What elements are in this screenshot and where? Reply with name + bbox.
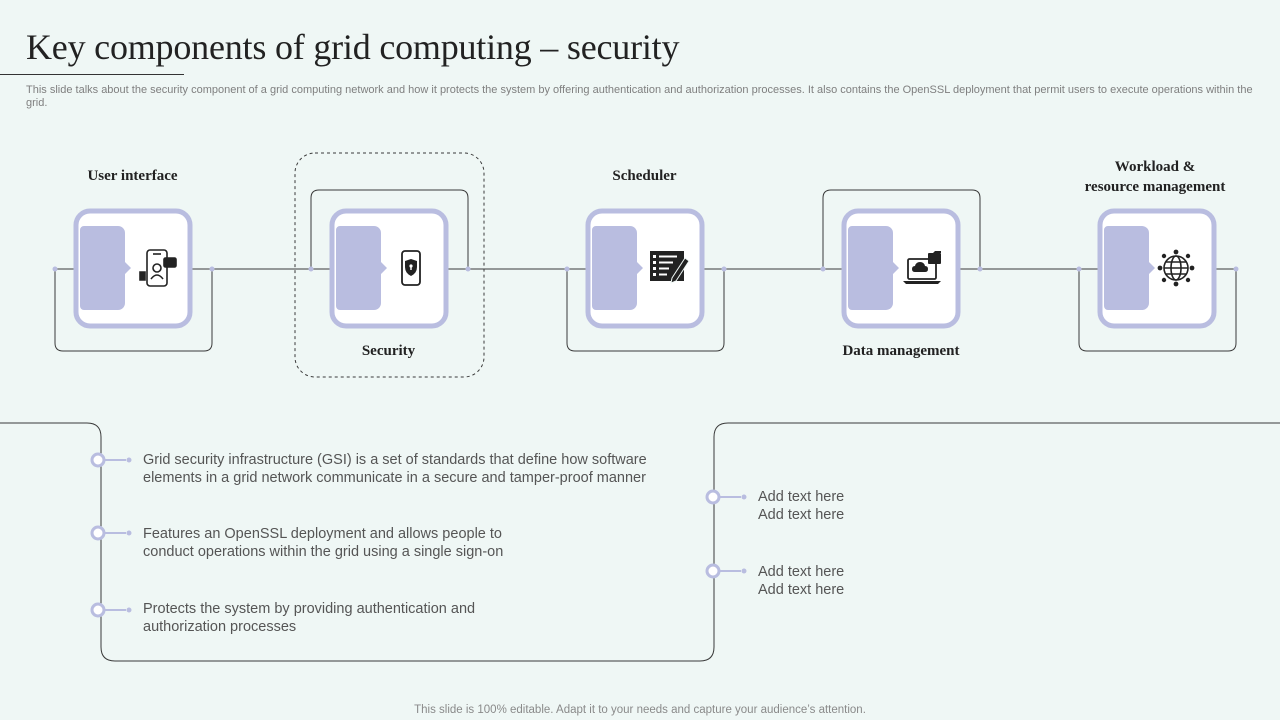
title-underline (0, 74, 184, 75)
bullet-marker-left-1 (90, 452, 132, 468)
junction-dots (52, 266, 1239, 272)
bracket-data-management (822, 189, 981, 269)
footer-note: This slide is 100% editable. Adapt it to… (414, 704, 866, 716)
page-subtitle: This slide talks about the security comp… (26, 84, 1253, 109)
left-point-3: Protects the system by providing authent… (143, 601, 476, 635)
bullet-marker-right-1 (705, 489, 747, 505)
bracket-workload (1078, 269, 1237, 352)
phone-shield-icon (401, 250, 421, 286)
bullet-marker-left-3 (90, 602, 132, 618)
label-user-interface: User interface (87, 168, 178, 184)
page-title: Key components of grid computing – secur… (26, 27, 680, 67)
security-highlight-frame (294, 152, 485, 378)
component-box-security (329, 208, 449, 329)
label-scheduler: Scheduler (612, 168, 677, 184)
laptop-cloud-icon (903, 251, 941, 284)
left-point-1: Grid security infrastructure (GSI) is a … (143, 452, 647, 486)
smartphone-user-icon (139, 249, 177, 287)
component-box-workload (1097, 208, 1217, 329)
label-workload-line2: resource management (1084, 179, 1226, 195)
label-workload-line1: Workload & (1114, 159, 1196, 175)
label-data-management: Data management (842, 343, 960, 359)
component-box-scheduler (585, 208, 705, 329)
checklist-pen-icon (650, 251, 690, 284)
left-point-2: Features an OpenSSL deployment and allow… (143, 526, 504, 560)
bracket-scheduler (566, 269, 725, 352)
label-security: Security (361, 343, 416, 359)
bracket-security (310, 189, 469, 269)
label-workload: Workload & resource management (1060, 157, 1250, 197)
right-point-2: Add text here Add text here (758, 564, 845, 598)
component-box-user-interface (73, 208, 193, 329)
globe-network-icon (1157, 249, 1195, 287)
bullet-marker-left-2 (90, 525, 132, 541)
component-box-data-management (841, 208, 961, 329)
right-point-1: Add text here Add text here (758, 489, 845, 523)
bracket-user-interface (54, 269, 213, 352)
bullet-marker-right-2 (705, 563, 747, 579)
left-details-frame (0, 422, 1280, 662)
